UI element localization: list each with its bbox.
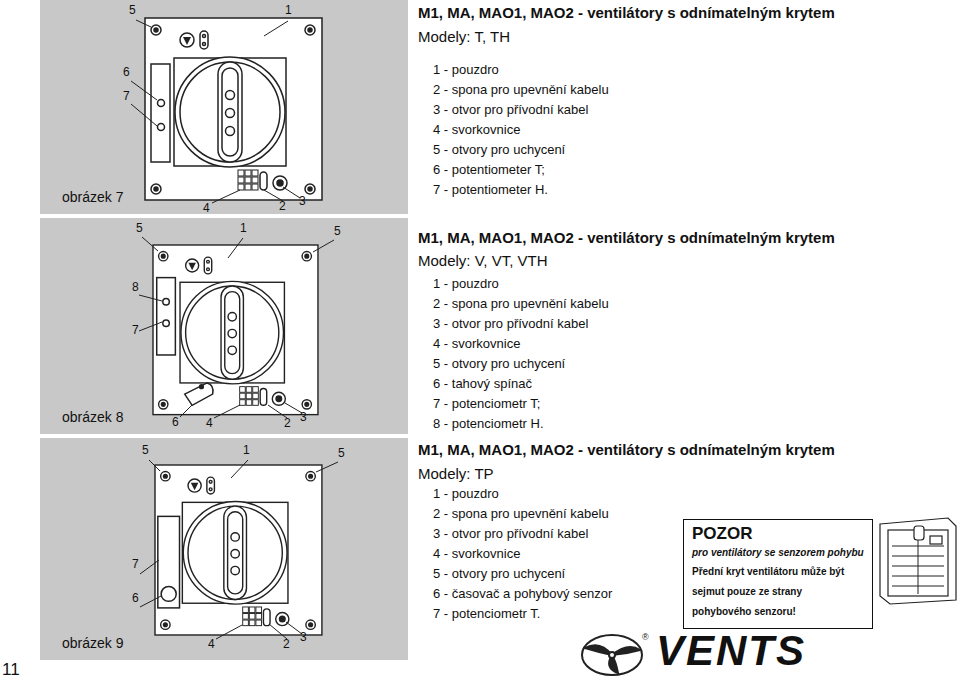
model-line: Modely: V, VT, VTH xyxy=(418,252,548,269)
page-number: 11 xyxy=(2,660,20,680)
callout-number: 3 xyxy=(300,631,307,645)
brand-logo: VENTS xyxy=(656,630,806,672)
callout-number: 1 xyxy=(285,4,292,18)
callout-number: 3 xyxy=(299,195,306,209)
figure-panel: obrázek 9 xyxy=(40,438,408,660)
callout-number: 4 xyxy=(208,638,215,652)
callout-number: 2 xyxy=(284,417,291,431)
figure-panel: obrázek 7 xyxy=(40,0,408,214)
figure-panel: obrázek 8 xyxy=(40,218,408,434)
callout-number: 6 xyxy=(132,592,139,606)
part-item: 1 - pouzdro xyxy=(433,487,499,502)
part-item: 1 - pouzdro xyxy=(433,277,499,292)
part-item: 3 - otvor pro přívodní kabel xyxy=(433,103,588,118)
warning-subtitle: pro ventilátory se senzorem pohybu xyxy=(692,547,866,559)
part-item: 4 - svorkovnice xyxy=(433,123,520,138)
figure-label: obrázek 8 xyxy=(62,409,123,426)
model-line: Modely: TP xyxy=(418,465,494,482)
callout-number: 5 xyxy=(338,447,345,461)
part-item: 3 - otvor pro přívodní kabel xyxy=(433,527,588,542)
part-item: 2 - spona pro upevnění kabelu xyxy=(433,507,609,522)
warning-box: POZOR pro ventilátory se senzorem pohybuP… xyxy=(683,519,873,629)
part-item: 3 - otvor pro přívodní kabel xyxy=(433,317,588,332)
callout-number: 3 xyxy=(300,411,307,425)
warning-text: Přední kryt ventilátoru může být sejmut … xyxy=(692,562,850,622)
part-item: 8 - potenciometr H. xyxy=(433,417,544,432)
part-item: 4 - svorkovnice xyxy=(433,547,520,562)
part-item: 5 - otvory pro uchycení xyxy=(433,143,565,158)
warning-heading: POZOR xyxy=(692,524,866,544)
callout-number: 5 xyxy=(142,444,149,458)
callout-number: 6 xyxy=(172,416,179,430)
callout-number: 4 xyxy=(203,202,210,216)
part-item: 6 - tahový spínač xyxy=(433,377,532,392)
callout-number: 1 xyxy=(243,444,250,458)
section-heading: M1, MA, MAO1, MAO2 - ventilátory s odním… xyxy=(418,229,835,246)
callout-number: 6 xyxy=(123,66,130,80)
part-item: 5 - otvory pro uchycení xyxy=(433,567,565,582)
part-item: 7 - potenciometr T; xyxy=(433,397,540,412)
section-heading: M1, MA, MAO1, MAO2 - ventilátory s odním… xyxy=(418,4,835,21)
callout-number: 7 xyxy=(132,558,139,572)
callout-number: 5 xyxy=(129,4,136,18)
part-item: 4 - svorkovnice xyxy=(433,337,520,352)
callout-number: 2 xyxy=(283,638,290,652)
figure-label: obrázek 7 xyxy=(62,189,123,206)
part-item: 1 - pouzdro xyxy=(433,63,499,78)
section-heading: M1, MA, MAO1, MAO2 - ventilátory s odním… xyxy=(418,441,835,458)
callout-number: 2 xyxy=(279,200,286,214)
part-item: 6 - časovač a pohybový senzor xyxy=(433,587,612,602)
part-item: 7 - potentiometer H. xyxy=(433,183,548,198)
part-item: 2 - spona pro upevnění kabelu xyxy=(433,297,609,312)
part-item: 5 - otvory pro uchycení xyxy=(433,357,565,372)
figure-label: obrázek 9 xyxy=(62,635,123,652)
callout-number: 7 xyxy=(132,324,139,338)
callout-number: 8 xyxy=(132,281,139,295)
callout-number: 1 xyxy=(240,222,247,236)
callout-number: 5 xyxy=(334,225,341,239)
callout-number: 4 xyxy=(206,417,213,431)
callout-number: 5 xyxy=(136,222,143,236)
model-line: Modely: T, TH xyxy=(418,28,510,45)
part-item: 6 - potentiometer T; xyxy=(433,163,545,178)
part-item: 7 - potenciometr T. xyxy=(433,607,540,622)
callout-number: 7 xyxy=(123,90,130,104)
trademark: ® xyxy=(642,632,649,642)
part-item: 2 - spona pro upevnění kabelu xyxy=(433,83,609,98)
